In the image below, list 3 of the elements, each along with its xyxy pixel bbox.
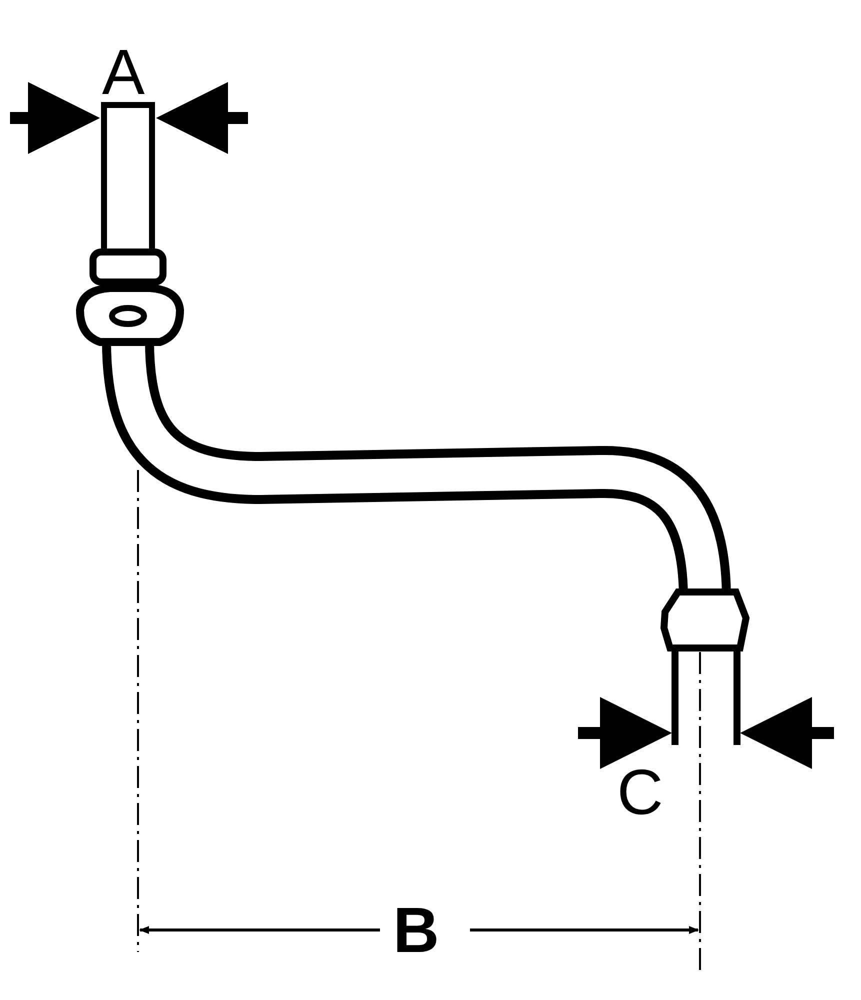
dimension-label: C: [617, 760, 664, 824]
dimension-label: A: [102, 40, 145, 104]
dimension-label: B: [393, 898, 440, 962]
